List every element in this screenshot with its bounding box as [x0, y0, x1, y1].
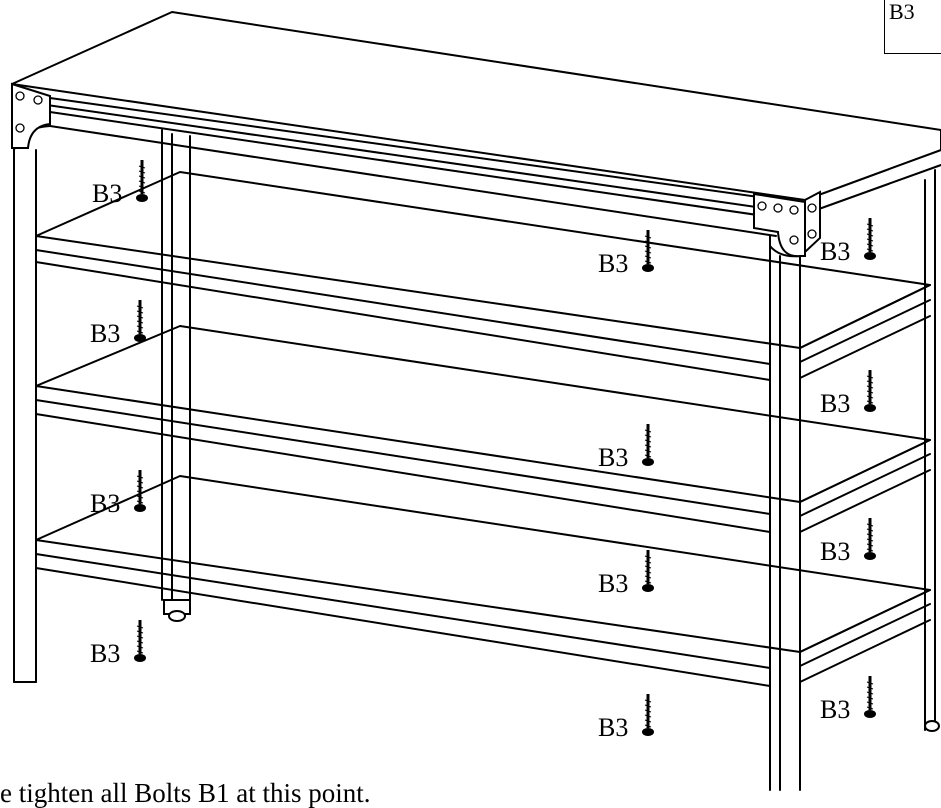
screw-label: B3	[820, 389, 850, 418]
screw-label: B3	[90, 319, 120, 348]
assembly-note: e tighten all Bolts B1 at this point.	[0, 778, 371, 808]
screw-b3-icon	[134, 300, 146, 342]
screw-label: B3	[598, 249, 628, 278]
screw-b3-icon	[134, 620, 146, 662]
corner-plate-right	[753, 190, 821, 258]
screw-label: B3	[598, 713, 628, 742]
screw-label: B3	[598, 569, 628, 598]
parts-legend-box: B3	[884, 0, 941, 54]
leveling-foot-left	[163, 599, 191, 622]
back-left-leg	[161, 129, 191, 601]
screw-b3-icon	[136, 160, 148, 202]
legend-label: B3	[889, 0, 915, 24]
screw-label: B3	[820, 537, 850, 566]
screw-label: B3	[820, 237, 850, 266]
screw-b3-icon	[134, 470, 146, 512]
screw-b3-icon	[642, 230, 654, 272]
shelf-1	[35, 171, 931, 381]
screw-b3-icon	[864, 518, 876, 560]
leveling-foot-right	[924, 720, 940, 732]
screw-label: B3	[90, 639, 120, 668]
screw-b3-icon	[864, 218, 876, 260]
screw-b3-icon	[864, 676, 876, 718]
screw-label: B3	[820, 695, 850, 724]
screw-label: B3	[90, 489, 120, 518]
shelf-3	[35, 475, 931, 687]
shelf-2	[35, 325, 931, 533]
screw-b3-icon	[642, 424, 654, 466]
screws	[134, 160, 876, 736]
screw-b3-icon	[864, 370, 876, 412]
front-right-leg	[769, 235, 801, 791]
front-left-leg	[13, 99, 51, 683]
screw-b3-icon	[642, 694, 654, 736]
screw-b3-icon	[642, 550, 654, 592]
corner-plate-left	[11, 82, 51, 149]
screw-label: B3	[598, 443, 628, 472]
screw-label: B3	[92, 179, 122, 208]
back-right-leg	[924, 169, 936, 731]
